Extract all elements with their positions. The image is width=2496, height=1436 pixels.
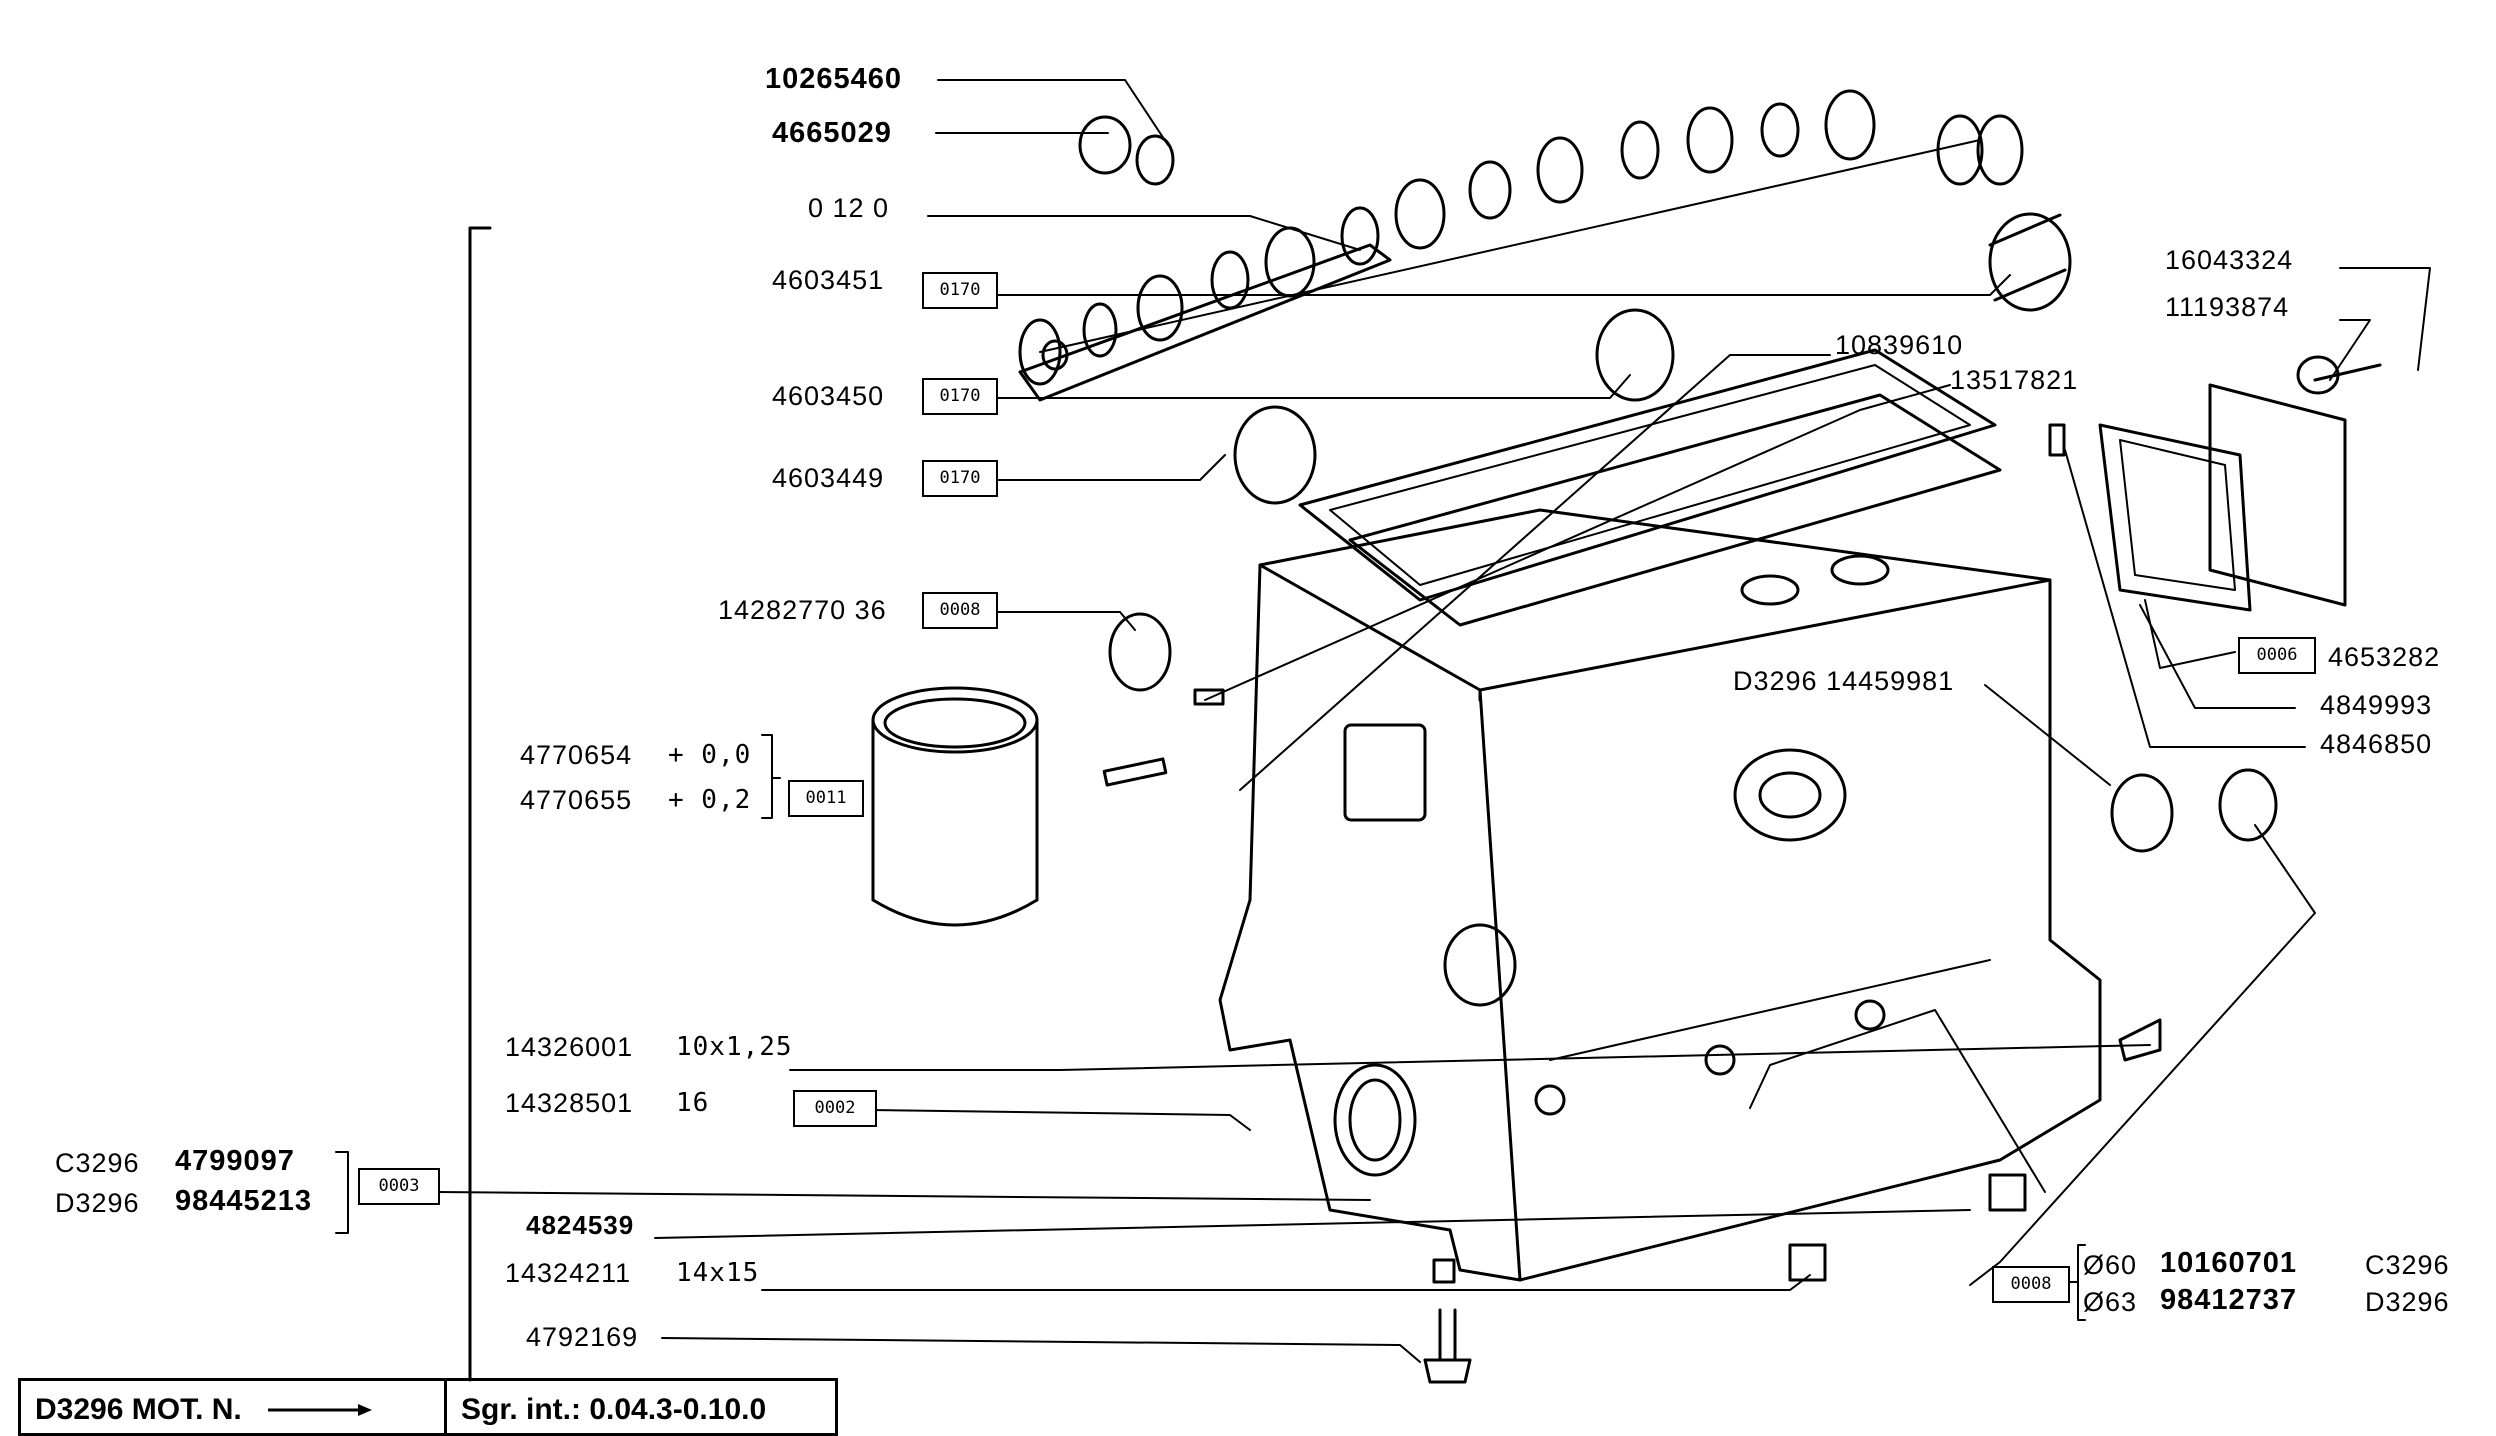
- o60-model: C3296: [2365, 1250, 2450, 1280]
- part-13517821: 13517821: [1950, 365, 2079, 395]
- part-4653282: 4653282: [2328, 642, 2441, 672]
- d3296-code: 98445213: [175, 1185, 313, 1217]
- part-14328501-size: 16: [676, 1088, 710, 1118]
- side-cover: [2048, 355, 2382, 612]
- ref-box-0008-b: 0008: [1992, 1266, 2070, 1303]
- footer-engine-label: D3296 MOT. N.: [35, 1393, 242, 1426]
- o60-diameter: Ø60: [2083, 1250, 2138, 1280]
- engine-block: [1218, 508, 2102, 1282]
- part-14459981: D3296 14459981: [1733, 666, 1955, 696]
- ref-box-0006: 0006: [2238, 637, 2316, 674]
- d3296-prefix: D3296: [55, 1188, 140, 1218]
- part-14324211: 14324211: [505, 1258, 632, 1288]
- o63-diameter: Ø63: [2083, 1287, 2138, 1317]
- part-4770655: 4770655: [520, 785, 633, 815]
- ref-box-0170-c: 0170: [922, 460, 998, 497]
- ref-box-0170-a: 0170: [922, 272, 998, 309]
- part-14282770: 14282770 36: [718, 595, 887, 625]
- ref-box-0003: 0003: [358, 1168, 440, 1205]
- part-4603451: 4603451: [772, 265, 885, 295]
- assembly-bracket-line: [468, 226, 492, 1382]
- part-4603449: 4603449: [772, 463, 885, 493]
- part-4770654: 4770654: [520, 740, 633, 770]
- part-11193874: 11193874: [2165, 292, 2290, 322]
- part-4770655-tolerance: + 0,2: [668, 785, 752, 815]
- arrow-right-icon: [266, 1382, 376, 1436]
- part-4770654-tolerance: + 0,0: [668, 740, 752, 770]
- part-14326001-size: 10x1,25: [676, 1032, 793, 1062]
- footer-subgroup: Sgr. int.: 0.04.3-0.10.0: [444, 1378, 838, 1436]
- bracket-marks: [335, 734, 2086, 1321]
- part-16043324: 16043324: [2165, 245, 2294, 275]
- part-14324211-size: 14x15: [676, 1258, 760, 1288]
- part-4824539: 4824539: [526, 1210, 635, 1240]
- c3296-prefix: C3296: [55, 1148, 140, 1178]
- part-14328501: 14328501: [505, 1088, 634, 1118]
- part-4792169: 4792169: [526, 1322, 639, 1352]
- part-4665029: 4665029: [772, 117, 892, 149]
- part-4603450: 4603450: [772, 381, 885, 411]
- leader-lines: [437, 79, 2431, 1363]
- camshaft-drawing: [1018, 89, 2024, 402]
- c3296-code: 4799097: [175, 1145, 295, 1177]
- cylinder-liner: [871, 686, 1039, 927]
- o63-code: 98412737: [2160, 1284, 2298, 1316]
- ref-box-0011: 0011: [788, 780, 864, 817]
- small-parts: [1102, 688, 2278, 1384]
- part-4849993: 4849993: [2320, 690, 2433, 720]
- o60-code: 10160701: [2160, 1247, 2298, 1279]
- ref-box-0170-b: 0170: [922, 378, 998, 415]
- cam-bushings: [1078, 115, 2072, 692]
- part-4846850: 4846850: [2320, 729, 2433, 759]
- head-gasket: [1298, 348, 2002, 627]
- part-10839610: 10839610: [1835, 330, 1964, 360]
- part-10265460: 10265460: [765, 63, 903, 95]
- part-14326001: 14326001: [505, 1032, 634, 1062]
- ref-box-0002: 0002: [793, 1090, 877, 1127]
- footer-engine-number: D3296 MOT. N.: [18, 1378, 447, 1436]
- o63-model: D3296: [2365, 1287, 2450, 1317]
- part-0120: 0 12 0: [808, 193, 890, 223]
- footer-subgroup-label: Sgr. int.: 0.04.3-0.10.0: [461, 1393, 767, 1426]
- ref-box-0008-a: 0008: [922, 592, 998, 629]
